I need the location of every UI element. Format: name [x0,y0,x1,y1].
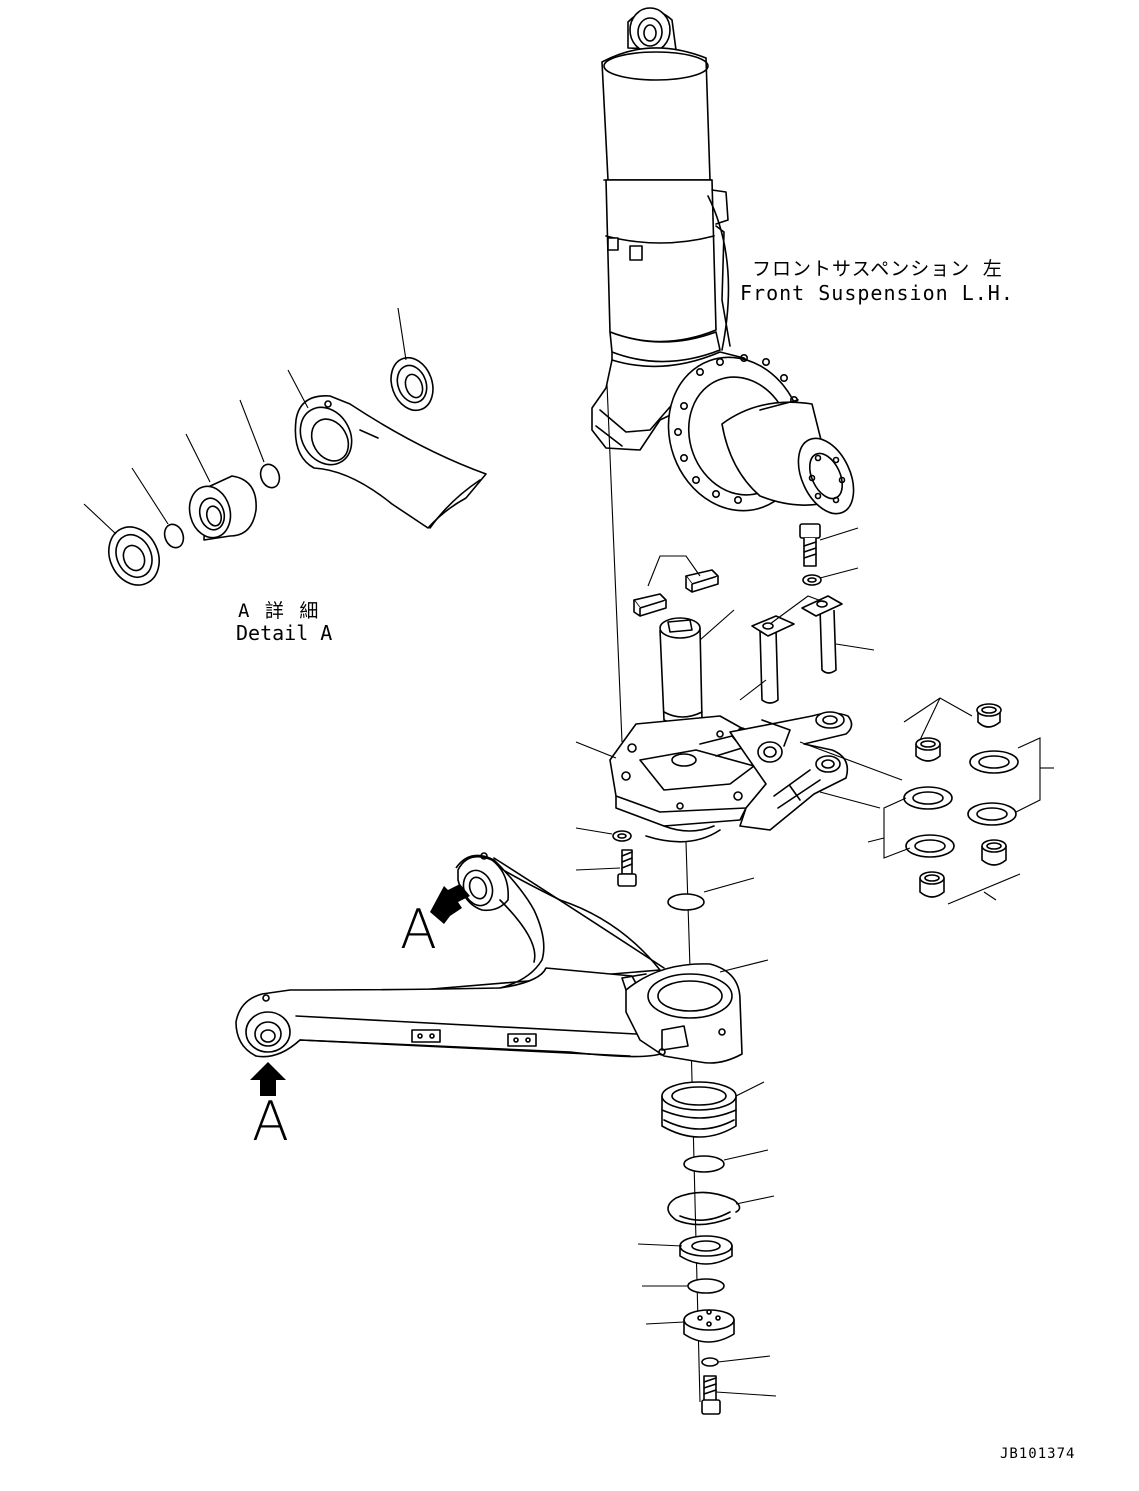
king-pin [659,617,703,726]
bolt-upper [799,523,822,586]
view-arrow-icon [250,1062,286,1096]
front-suspension-label-en: Front Suspension L.H. [740,281,1014,305]
cover-plate [683,1309,735,1343]
leader-lines [83,307,1054,1397]
o-ring-upper [667,893,705,911]
view-marker-upper: A [400,898,437,961]
wheel-hub [591,351,855,515]
retainer [679,1235,733,1265]
mounting-bracket [609,711,853,843]
detail-a-drawing [108,356,487,586]
drawing-code: JB101374 [1000,1446,1076,1462]
view-arrow-icon [430,884,470,924]
detail-a-label-en: Detail A [236,621,333,645]
lock-pins [751,595,843,704]
bushings-and-seals [903,703,1019,898]
detail-a-label-jp: A 詳 細 [238,600,321,622]
bolt-lower [701,1375,721,1415]
spherical-bearing [661,1081,737,1138]
bolt-left [612,830,637,887]
small-snap-ring [687,1278,725,1294]
suspension-arm [235,852,743,1064]
snap-ring [667,1191,741,1226]
o-ring-lower [683,1155,725,1173]
view-marker-lower: A [252,1090,289,1153]
front-suspension-label-jp: フロントサスペンション 左 [752,258,1003,280]
suspension-cylinder [601,7,731,373]
keys [633,569,719,617]
